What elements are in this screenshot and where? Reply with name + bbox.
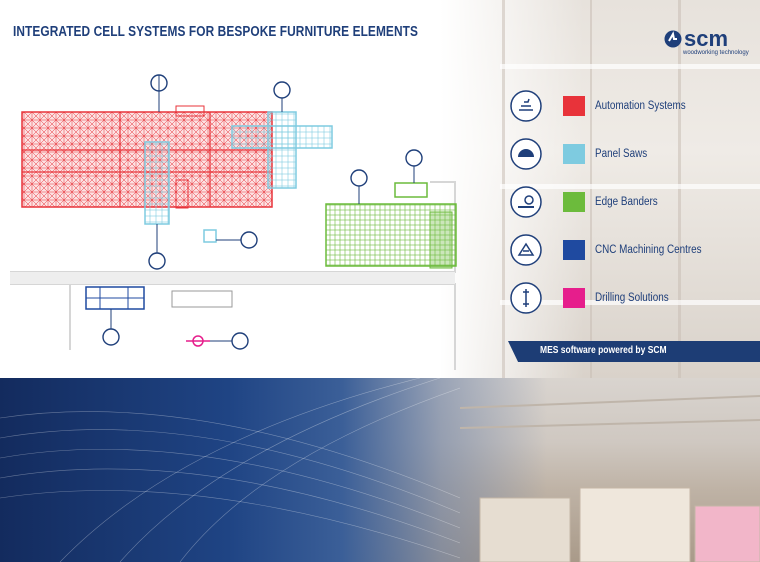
brand-tagline: woodworking technology [683,50,749,56]
legend-swatch [563,288,585,308]
legend-item-edge-banders: Edge Banders [508,182,748,222]
drilling-icon [508,280,544,316]
legend-label: Edge Banders [595,196,658,208]
legend-label: Drilling Solutions [595,292,669,304]
automation-icon [508,88,544,124]
legend-label: Automation Systems [595,100,686,112]
legend-item-automation: Automation Systems [508,86,748,126]
legend-swatch [563,192,585,212]
interior-photo-backdrop [440,0,760,378]
brand-name: scm [684,26,729,51]
mes-label: MES software powered by SCM [540,345,667,356]
legend-swatch [563,144,585,164]
edge-bander-icon [508,184,544,220]
stacked-panels-graphic [460,395,760,562]
scm-logo-mark-icon [664,30,682,48]
legend-swatch [563,96,585,116]
factory-photo-strip [0,378,760,562]
scm-logo: scm woodworking technology [664,26,749,56]
legend-item-cnc: CNC Machining Centres [508,230,748,270]
legend-item-drilling: Drilling Solutions [508,278,748,318]
legend-label: CNC Machining Centres [595,244,702,256]
mes-banner: MES software powered by SCM [508,341,760,362]
floor-plan-diagram [10,74,457,370]
page-title: INTEGRATED CELL SYSTEMS FOR BESPOKE FURN… [13,24,418,40]
edge-bander-area [325,182,457,269]
panel-saw-icon [508,136,544,172]
drilling-area [171,290,233,347]
panel-saw-area [144,111,333,243]
legend-item-panel-saws: Panel Saws [508,134,748,174]
legend-label: Panel Saws [595,148,648,160]
cnc-area [85,286,145,310]
wire-mesh-graphic [0,378,460,562]
legend-swatch [563,240,585,260]
cnc-icon [508,232,544,268]
